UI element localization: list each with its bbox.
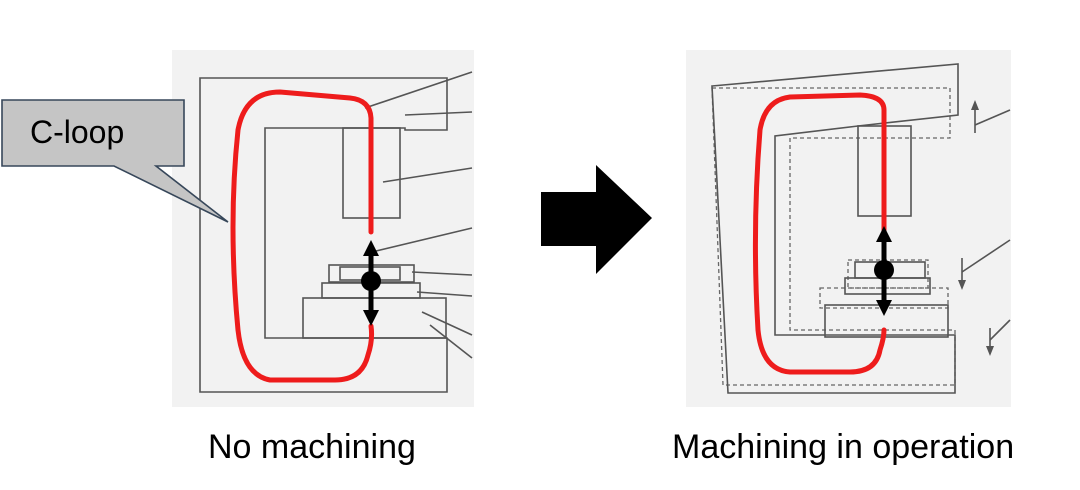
left-machine-frame <box>199 71 473 393</box>
right-caption: Machining in operation <box>672 428 1015 466</box>
right-c-loop <box>752 92 887 375</box>
left-caption: No machining <box>208 428 416 466</box>
c-loop-callout: C-loop <box>1 99 229 223</box>
left-force-arrow <box>361 240 381 326</box>
right-panel <box>686 50 1011 407</box>
transition-arrow <box>541 165 652 274</box>
right-deformation-arrowheads <box>958 100 994 356</box>
left-panel-background <box>172 50 474 407</box>
right-panel-background <box>686 50 1011 407</box>
callout-label: C-loop <box>30 114 124 150</box>
right-force-arrow <box>874 226 894 316</box>
left-panel <box>172 50 474 407</box>
left-c-loop <box>230 89 375 383</box>
